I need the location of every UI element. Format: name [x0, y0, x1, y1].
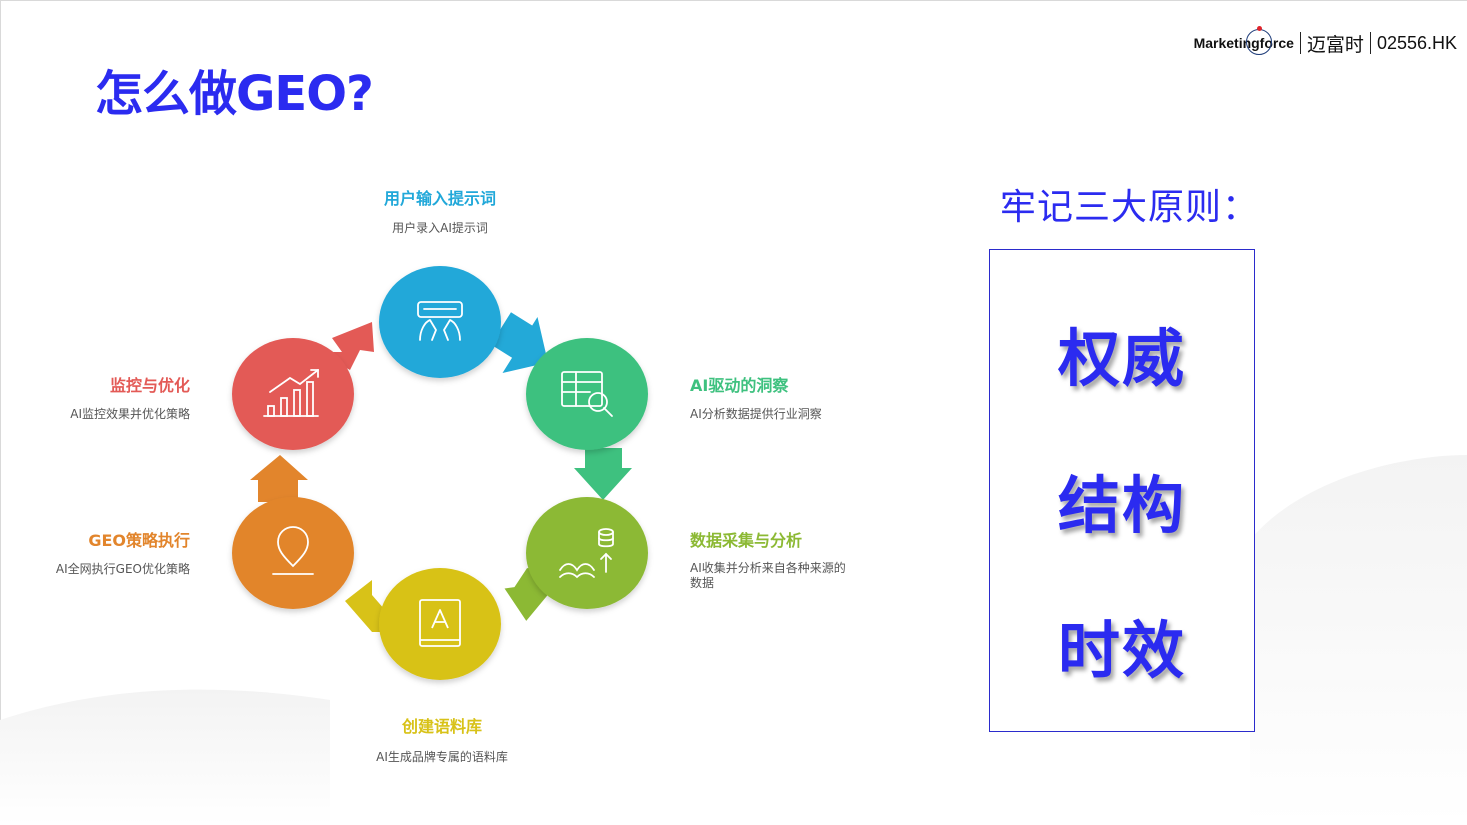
step-data-collection: 数据采集与分析 AI收集并分析来自各种来源的数据 [690, 527, 850, 591]
cycle-node-data-collection [526, 497, 648, 609]
step-desc: AI监控效果并优化策略 [70, 407, 190, 421]
data-collection-icon [559, 528, 614, 579]
keyboard-hands-icon [417, 301, 463, 341]
cycle-node-user-input [379, 266, 501, 378]
location-pin-icon [272, 526, 314, 575]
growth-chart-icon [263, 369, 319, 417]
step-corpus: 创建语料库 AI生成品牌专属的语料库 [362, 713, 522, 765]
step-title: 用户输入提示词 [383, 189, 496, 208]
cycle-node-corpus [379, 568, 501, 680]
step-monitor: 监控与优化 AI监控效果并优化策略 [70, 372, 190, 422]
cycle-arrow-2 [574, 448, 632, 500]
step-desc: AI收集并分析来自各种来源的数据 [690, 561, 846, 590]
logo-brand: Marketingforce [1194, 26, 1294, 55]
cycle-arrow-5 [250, 455, 308, 502]
step-geo-strategy: GEO策略执行 AI全网执行GEO优化策略 [56, 527, 190, 577]
principle-structure: 结构 [1057, 469, 1186, 542]
principles-title: 牢记三大原则： [1000, 187, 1260, 228]
globe-icon [1245, 29, 1272, 55]
geo-cycle-diagram [232, 266, 648, 680]
step-title: 监控与优化 [109, 376, 190, 395]
table-search-icon [561, 371, 613, 417]
logo-separator [1369, 32, 1371, 54]
frame-left-border [0, 0, 1, 825]
frame-top-border [0, 0, 1467, 1]
principles-box: 权威 结构 时效 [989, 249, 1255, 732]
principle-timeliness: 时效 [1057, 614, 1186, 687]
step-title: GEO策略执行 [88, 531, 190, 550]
cycle-node-geo-strategy [232, 497, 354, 609]
step-title: 数据采集与分析 [690, 531, 803, 550]
step-ai-insight: AI驱动的洞察 AI分析数据提供行业洞察 [690, 372, 822, 422]
logo-stock-code: 02556.HK [1376, 32, 1457, 53]
cycle-node-monitor [232, 338, 354, 450]
logo-company-cn: 迈富时 [1306, 33, 1364, 56]
step-title: 创建语料库 [401, 717, 482, 736]
step-title: AI驱动的洞察 [690, 376, 789, 395]
step-user-input: 用户输入提示词 用户录入AI提示词 [374, 185, 506, 236]
logo-separator [1299, 32, 1301, 54]
book-icon [419, 599, 461, 647]
company-logo: Marketingforce 迈富时 02556.HK [1194, 26, 1457, 57]
cycle-arrow-1 [490, 312, 548, 373]
step-desc: AI分析数据提供行业洞察 [690, 407, 822, 421]
cycle-arrow-4 [345, 580, 385, 632]
step-desc: AI全网执行GEO优化策略 [55, 562, 190, 576]
logo-dot [1256, 26, 1262, 31]
cycle-node-ai-insight [526, 338, 648, 450]
page-title: 怎么做GEO? [95, 66, 374, 122]
step-desc: AI生成品牌专属的语料库 [376, 750, 508, 764]
principle-authority: 权威 [1057, 322, 1186, 395]
step-desc: 用户录入AI提示词 [392, 221, 488, 235]
